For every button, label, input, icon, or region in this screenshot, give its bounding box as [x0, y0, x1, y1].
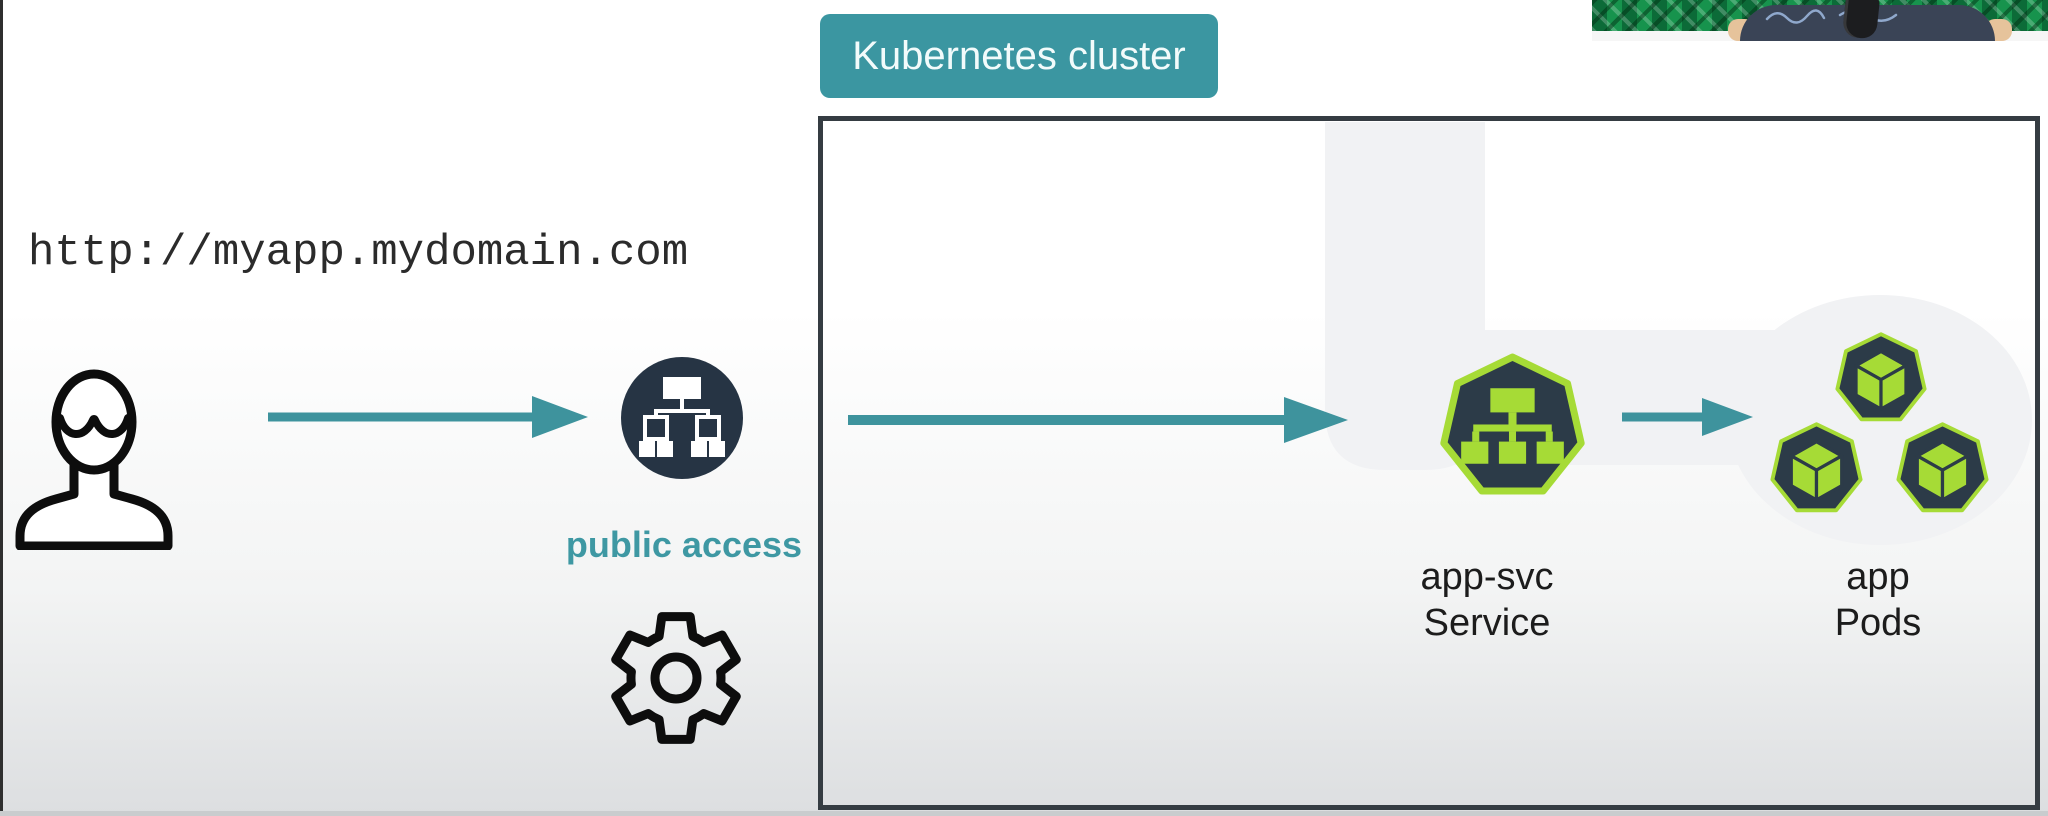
- frame-left-edge: [0, 0, 3, 816]
- kubernetes-pod-icon: [1835, 332, 1927, 422]
- kubernetes-cluster-boundary: [818, 116, 2040, 810]
- kubernetes-cluster-badge-label: Kubernetes cluster: [852, 33, 1186, 78]
- kubernetes-service-icon: [1440, 353, 1585, 495]
- gear-icon: [611, 612, 741, 744]
- frame-bottom-edge: [0, 811, 2048, 816]
- service-label: app-svc Service: [1377, 554, 1597, 646]
- person-icon: [15, 369, 173, 550]
- kubernetes-cluster-badge: Kubernetes cluster: [820, 14, 1218, 98]
- network-hierarchy-icon: [621, 357, 743, 479]
- service-label-line1: app-svc: [1420, 556, 1554, 598]
- kubernetes-pod-icon: [1770, 422, 1863, 513]
- pods-label-line2: Pods: [1834, 602, 1922, 644]
- presenter-webcam-overlay: [1592, 0, 2048, 41]
- url-text: http://myapp.mydomain.com: [28, 228, 689, 278]
- arrow-service-to-pods: [1622, 398, 1753, 436]
- kubernetes-pod-icon: [1896, 422, 1989, 513]
- pods-label: app Pods: [1768, 554, 1988, 646]
- arrow-public-access-to-service: [848, 397, 1348, 443]
- service-label-line2: Service: [1423, 602, 1551, 644]
- shirt-script-text: [1765, 9, 1898, 24]
- pods-label-line1: app: [1846, 556, 1910, 598]
- arrow-user-to-public-access: [268, 396, 588, 438]
- public-access-label: public access: [565, 524, 803, 565]
